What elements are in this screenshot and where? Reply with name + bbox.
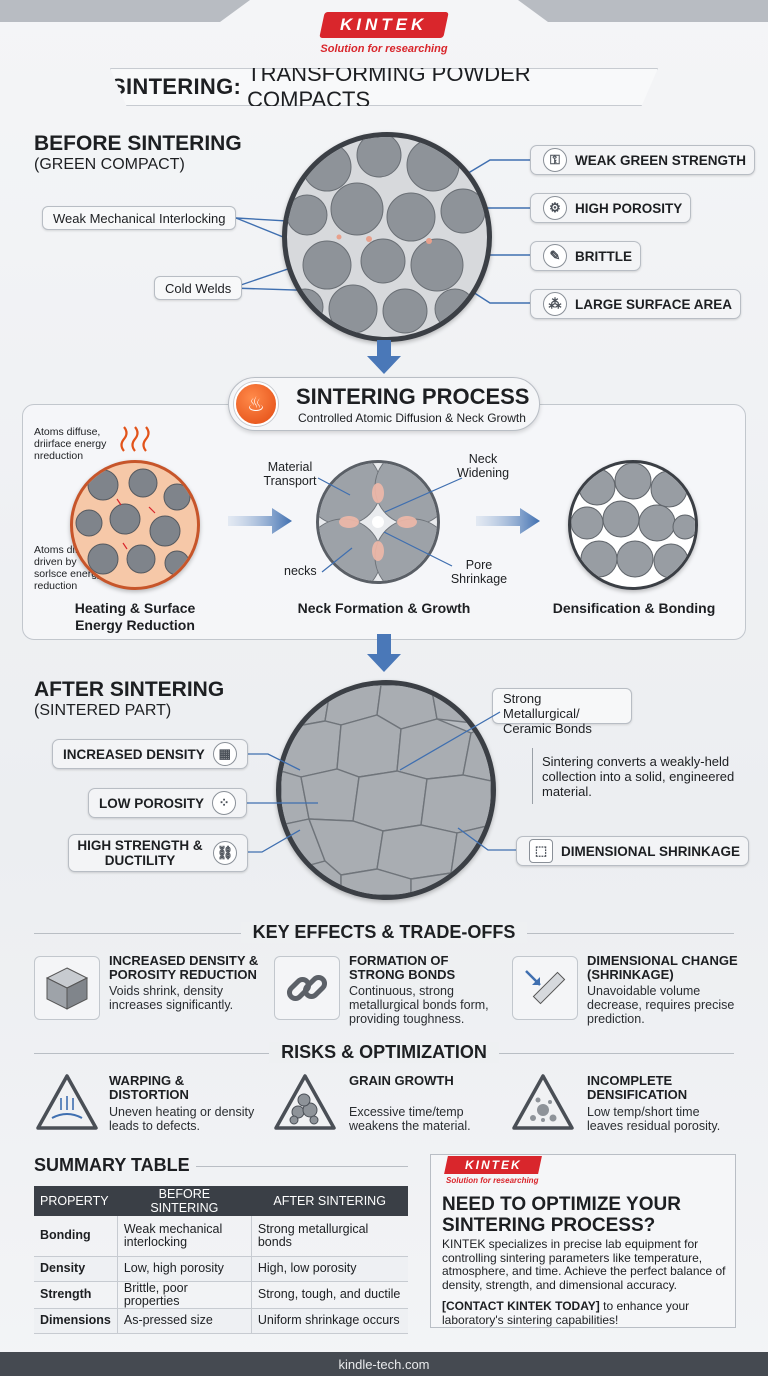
col-property: PROPERTY	[34, 1186, 118, 1216]
prop-increased-density: INCREASED DENSITY ▦	[52, 739, 248, 769]
warning-porosity-icon	[512, 1074, 574, 1130]
risk-2-text: Excessive time/temp weakens the material…	[349, 1105, 471, 1133]
col-before: BEFORE SINTERING	[117, 1186, 252, 1216]
table-row: Density Low, high porosity High, low por…	[34, 1256, 408, 1282]
heat-waves-icon	[120, 426, 150, 452]
risk-3-title: INCOMPLETE DENSIFICATION	[587, 1073, 688, 1102]
ruler-icon	[525, 970, 566, 1005]
prop-low-porosity: LOW POROSITY ⁘	[88, 788, 248, 818]
brand-tagline: Solution for researching	[320, 43, 448, 55]
key-effects-heading: KEY EFFECTS & TRADE-OFFS	[240, 922, 528, 943]
heat-icon: ♨	[234, 382, 278, 426]
title-bold: SINTERING:	[111, 74, 242, 99]
header-decor-right	[518, 0, 768, 22]
dots-ring-icon: ⁘	[212, 791, 237, 815]
contact-link[interactable]: [CONTACT KINTEK TODAY]	[442, 1299, 600, 1313]
effect-2-title: FORMATION OF STRONG BONDS	[349, 953, 456, 982]
warning-grain-icon	[274, 1074, 336, 1130]
warning-warping-icon	[36, 1074, 98, 1130]
prop-dimensional-shrinkage: ⬚ DIMENSIONAL SHRINKAGE	[516, 836, 750, 866]
table-row: Bonding Weak mechanical interlocking Str…	[34, 1216, 408, 1257]
header-decor-left	[0, 0, 250, 22]
label-weak-interlocking: Weak Mechanical Interlocking	[42, 206, 237, 230]
key-effects-heading-wrap: KEY EFFECTS & TRADE-OFFS	[0, 922, 768, 943]
process-subtitle: Controlled Atomic Diffusion & Neck Growt…	[298, 411, 526, 425]
density-cube-card	[34, 956, 100, 1020]
risk-1-text: Uneven heating or density leads to defec…	[109, 1105, 255, 1133]
stage1-label: Heating & Surface Energy Reduction	[74, 600, 196, 633]
cta-panel	[430, 1154, 736, 1328]
label-strong-bonds: Strong Metallurgical/ Ceramic Bonds	[492, 688, 632, 736]
stage3-label: Densification & Bonding	[552, 600, 716, 616]
puzzle-icon: ⚿	[543, 148, 567, 172]
dense-cube-icon: ▦	[212, 742, 237, 766]
green-compact-particles	[287, 137, 486, 334]
col-after: AFTER SINTERING	[251, 1186, 408, 1216]
page-title: SINTERING: TRANSFORMING POWDER COMPACTS	[110, 68, 658, 106]
stage2-label: Neck Formation & Growth	[297, 600, 471, 616]
prop-weak-green-strength: ⚿ WEAK GREEN STRENGTH	[530, 145, 756, 175]
prop-large-surface-area: ⁂ LARGE SURFACE AREA	[530, 289, 742, 319]
prop-brittle: ✎ BRITTLE	[530, 241, 641, 271]
summary-heading: SUMMARY TABLE	[34, 1155, 190, 1175]
down-arrow-icon	[367, 340, 401, 374]
summary-divider	[196, 1166, 408, 1167]
title-rest: TRANSFORMING POWDER COMPACTS	[247, 61, 531, 112]
table-row: Dimensions As-pressed size Uniform shrin…	[34, 1308, 408, 1334]
summary-table: PROPERTY BEFORE SINTERING AFTER SINTERIN…	[34, 1186, 408, 1334]
callout-necks: necks	[284, 564, 317, 578]
effect-2-text: Continuous, strong metallurgical bonds f…	[349, 984, 489, 1026]
pores-icon: ⚙	[543, 196, 567, 220]
chain-link-icon: ⛓	[213, 841, 237, 865]
quote-bar	[532, 748, 533, 804]
process-title-badge	[228, 377, 540, 431]
before-heading: BEFORE SINTERING	[34, 132, 242, 155]
prop-high-porosity: ⚙ HIGH POROSITY	[530, 193, 692, 223]
bonds-chain-card	[274, 956, 340, 1020]
sintered-part-micrograph	[276, 680, 496, 900]
right-arrow-icon	[476, 508, 540, 534]
cta-contact: [CONTACT KINTEK TODAY] to enhance your l…	[442, 1299, 690, 1327]
cta-logo: KINTEK	[444, 1156, 542, 1174]
risk-3-text: Low temp/short time leaves residual poro…	[587, 1105, 721, 1133]
callout-material-transport: Material Transport	[263, 460, 317, 488]
risk-1-title: WARPING & DISTORTION	[109, 1073, 189, 1102]
down-arrow-icon	[367, 634, 401, 672]
before-subheading: (GREEN COMPACT)	[34, 156, 185, 173]
note-atoms-bottom: Atoms diffuse, driven by sorlsce energy …	[34, 544, 103, 592]
after-connectors	[238, 711, 516, 853]
footer-url[interactable]: kindle-tech.com	[338, 1356, 430, 1372]
stage2-connectors	[317, 477, 463, 573]
scatter-icon: ⁂	[543, 292, 567, 316]
table-header-row: PROPERTY BEFORE SINTERING AFTER SINTERIN…	[34, 1186, 408, 1216]
chain-icon	[286, 974, 328, 1002]
prop-high-strength: HIGH STRENGTH & DUCTILITY ⛓	[68, 834, 248, 872]
cta-tagline: Solution for researching	[446, 1176, 539, 1185]
effect-3-title: DIMENSIONAL CHANGE (SHRINKAGE)	[587, 953, 738, 982]
table-row: Strength Brittle, poor properties Strong…	[34, 1281, 408, 1309]
crack-icon: ✎	[543, 244, 567, 268]
footer: kindle-tech.com	[0, 1352, 768, 1376]
right-arrow-icon	[228, 508, 292, 534]
note-atoms-top: Atoms diffuse, driirface energy nreducti…	[34, 426, 107, 462]
cta-text: KINTEK specializes in precise lab equipm…	[442, 1237, 726, 1292]
effect-3-text: Unavoidable volume decrease, requires pr…	[587, 984, 735, 1026]
risks-heading: RISKS & OPTIMIZATION	[269, 1042, 499, 1063]
process-title: SINTERING PROCESS	[296, 384, 530, 409]
sintering-quote: Sintering converts a weakly-held collect…	[542, 754, 735, 799]
after-subheading: (SINTERED PART)	[34, 702, 172, 719]
effect-1-text: Voids shrink, density increases signific…	[109, 984, 234, 1012]
cube-icon	[45, 967, 89, 1010]
effect-1-title: INCREASED DENSITY & POROSITY REDUCTION	[109, 953, 259, 982]
risk-2-title: GRAIN GROWTH	[349, 1073, 454, 1088]
risks-heading-wrap: RISKS & OPTIMIZATION	[0, 1042, 768, 1063]
callout-neck-widening: Neck Widening	[456, 452, 510, 480]
callout-pore-shrinkage: Pore Shrinkage	[450, 558, 508, 586]
green-compact-micrograph	[282, 132, 492, 342]
shrinkage-ruler-card	[512, 956, 578, 1020]
label-cold-welds: Cold Welds	[154, 276, 243, 300]
shrink-box-icon: ⬚	[529, 839, 553, 863]
cta-heading: NEED TO OPTIMIZE YOUR SINTERING PROCESS?	[442, 1194, 681, 1236]
after-heading: AFTER SINTERING	[34, 678, 225, 701]
